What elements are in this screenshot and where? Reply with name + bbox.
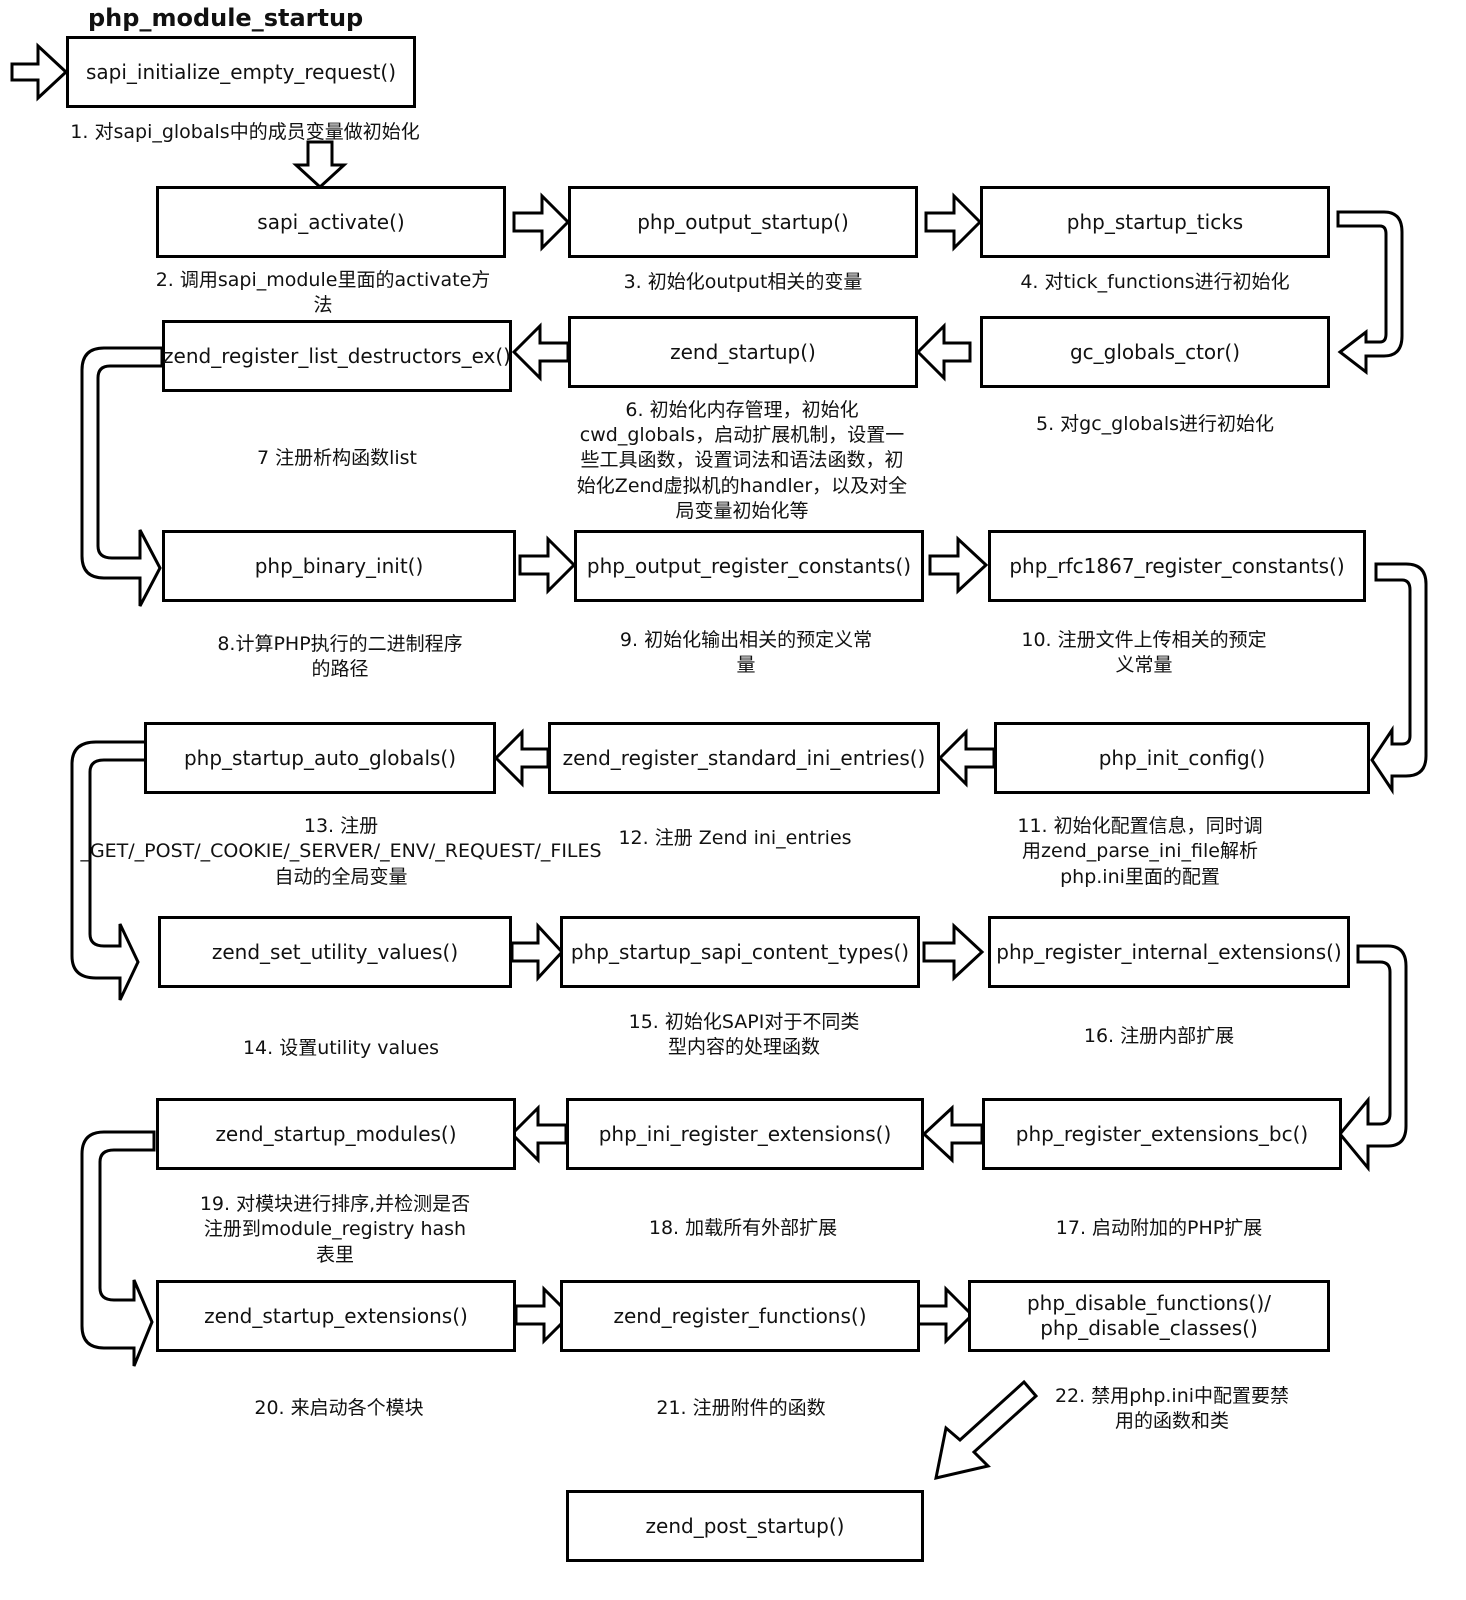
diagonal-arrow-22-23: [934, 1379, 1039, 1480]
fn-zend-startup-modules: zend_startup_modules(): [156, 1098, 516, 1170]
right-arrow-20-21: [514, 1285, 573, 1345]
fn-label: php_ini_register_extensions(): [598, 1121, 892, 1146]
fn-zend-register-functions: zend_register_functions(): [560, 1280, 920, 1352]
fn-label: zend_set_utility_values(): [211, 939, 459, 964]
step-note-4: 4. 对tick_functions进行初始化: [1020, 271, 1290, 294]
fn-sapi-initialize-empty-request: sapi_initialize_empty_request(): [66, 36, 416, 108]
step-note-5: 5. 对gc_globals进行初始化: [1035, 413, 1275, 436]
fn-label: zend_register_standard_ini_entries(): [562, 745, 926, 770]
step-note-3: 3. 初始化output相关的变量: [623, 271, 863, 294]
left-arrow-17-18: [921, 1104, 984, 1164]
uturn-left-13-14: [70, 740, 148, 1001]
down-arrow-1: [292, 140, 348, 190]
right-arrow-2-3: [512, 192, 571, 252]
fn-label: sapi_activate(): [257, 209, 405, 234]
step-note-16: 16. 注册内部扩展: [1083, 1025, 1235, 1048]
uturn-right-10-11: [1370, 562, 1428, 795]
left-arrow-6-7: [511, 322, 570, 382]
left-arrow-5-6: [915, 322, 972, 382]
fn-label: zend_register_functions(): [613, 1303, 867, 1328]
fn-php-register-internal-extensions: php_register_internal_extensions(): [988, 916, 1350, 988]
fn-label: php_init_config(): [1098, 745, 1266, 770]
fn-zend-register-standard-ini-entries: zend_register_standard_ini_entries(): [548, 722, 940, 794]
right-arrow-21-22: [916, 1285, 975, 1345]
step-note-12: 12. 注册 Zend ini_entries: [618, 827, 852, 850]
fn-php-ini-register-extensions: php_ini_register_extensions(): [566, 1098, 924, 1170]
step-note-6: 6. 初始化内存管理，初始化cwd_globals，启动扩展机制，设置一些工具函…: [576, 399, 908, 522]
fn-label: zend_startup_extensions(): [204, 1303, 468, 1328]
fn-label: zend_post_startup(): [645, 1513, 845, 1538]
fn-label: php_output_register_constants(): [586, 553, 912, 578]
fn-label: php_binary_init(): [254, 553, 424, 578]
fn-label: php_output_startup(): [637, 209, 849, 234]
uturn-left-7-8: [80, 346, 164, 607]
entry-arrow: [10, 42, 69, 102]
fn-label: php_disable_functions()/ php_disable_cla…: [1026, 1291, 1271, 1340]
step-note-22: 22. 禁用php.ini中配置要禁用的函数和类: [1054, 1384, 1290, 1432]
step-note-21: 21. 注册附件的函数: [656, 1397, 826, 1420]
right-arrow-15-16: [922, 922, 985, 982]
right-arrow-3-4: [924, 192, 983, 252]
step-note-11: 11. 初始化配置信息，同时调用zend_parse_ini_file解析php…: [1017, 815, 1263, 888]
step-note-7: 7 注册析构函数list: [256, 447, 418, 470]
step-note-14: 14. 设置utility values: [242, 1037, 440, 1060]
left-arrow-18-19: [509, 1104, 568, 1164]
step-note-9: 9. 初始化输出相关的预定义常量: [619, 628, 873, 676]
step-note-19: 19. 对模块进行排序,并检测是否注册到module_registry hash…: [199, 1193, 471, 1266]
fn-php-output-startup: php_output_startup(): [568, 186, 918, 258]
step-note-13: 13. 注册_GET/_POST/_COOKIE/_SERVER/_ENV/_R…: [80, 815, 602, 888]
fn-zend-set-utility-values: zend_set_utility_values(): [158, 916, 512, 988]
fn-php-startup-sapi-content-types: php_startup_sapi_content_types(): [560, 916, 920, 988]
fn-sapi-activate: sapi_activate(): [156, 186, 506, 258]
uturn-right-4-5: [1336, 210, 1404, 376]
fn-label: zend_startup(): [670, 339, 816, 364]
fn-php-disable-functions-classes: php_disable_functions()/ php_disable_cla…: [968, 1280, 1330, 1352]
step-note-20: 20. 来启动各个模块: [254, 1397, 424, 1420]
right-arrow-14-15: [510, 922, 565, 982]
step-note-17: 17. 启动附加的PHP扩展: [1055, 1217, 1263, 1240]
fn-zend-startup: zend_startup(): [568, 316, 918, 388]
fn-php-startup-auto-globals: php_startup_auto_globals(): [144, 722, 496, 794]
step-note-1: 1. 对sapi_globals中的成员变量做初始化: [70, 121, 420, 144]
fn-label: php_register_extensions_bc(): [1015, 1121, 1309, 1146]
fn-label: sapi_initialize_empty_request(): [85, 59, 397, 84]
step-note-10: 10. 注册文件上传相关的预定义常量: [1021, 628, 1267, 676]
left-arrow-11-12: [937, 728, 996, 788]
fn-php-binary-init: php_binary_init(): [162, 530, 516, 602]
fn-label: zend_register_list_destructors_ex(): [163, 343, 511, 368]
fn-php-register-extensions-bc: php_register_extensions_bc(): [982, 1098, 1342, 1170]
fn-zend-startup-extensions: zend_startup_extensions(): [156, 1280, 516, 1352]
fn-php-rfc1867-register-constants: php_rfc1867_register_constants(): [988, 530, 1366, 602]
step-note-15: 15. 初始化SAPI对于不同类型内容的处理函数: [628, 1010, 860, 1058]
fn-gc-globals-ctor: gc_globals_ctor(): [980, 316, 1330, 388]
step-note-18: 18. 加载所有外部扩展: [648, 1217, 838, 1240]
fn-php-startup-ticks: php_startup_ticks: [980, 186, 1330, 258]
fn-zend-post-startup: zend_post_startup(): [566, 1490, 924, 1562]
fn-label: php_startup_sapi_content_types(): [570, 939, 910, 964]
fn-label: zend_startup_modules(): [215, 1121, 457, 1146]
fn-label: php_startup_ticks: [1066, 209, 1244, 234]
right-arrow-9-10: [928, 535, 989, 595]
step-note-8: 8.计算PHP执行的二进制程序的路径: [217, 632, 463, 680]
fn-php-output-register-constants: php_output_register_constants(): [574, 530, 924, 602]
right-arrow-8-9: [518, 535, 577, 595]
diagram-title: php_module_startup: [88, 4, 364, 32]
uturn-right-16-17: [1338, 944, 1408, 1173]
fn-label: php_rfc1867_register_constants(): [1009, 553, 1345, 578]
fn-label: php_register_internal_extensions(): [996, 939, 1342, 964]
step-note-2: 2. 调用sapi_module里面的activate方法: [155, 268, 491, 316]
left-arrow-12-13: [493, 728, 550, 788]
fn-label: gc_globals_ctor(): [1069, 339, 1240, 364]
fn-label: php_startup_auto_globals(): [183, 745, 457, 770]
fn-zend-register-list-destructors-ex: zend_register_list_destructors_ex(): [162, 320, 512, 392]
fn-php-init-config: php_init_config(): [994, 722, 1370, 794]
uturn-left-19-20: [80, 1130, 156, 1367]
